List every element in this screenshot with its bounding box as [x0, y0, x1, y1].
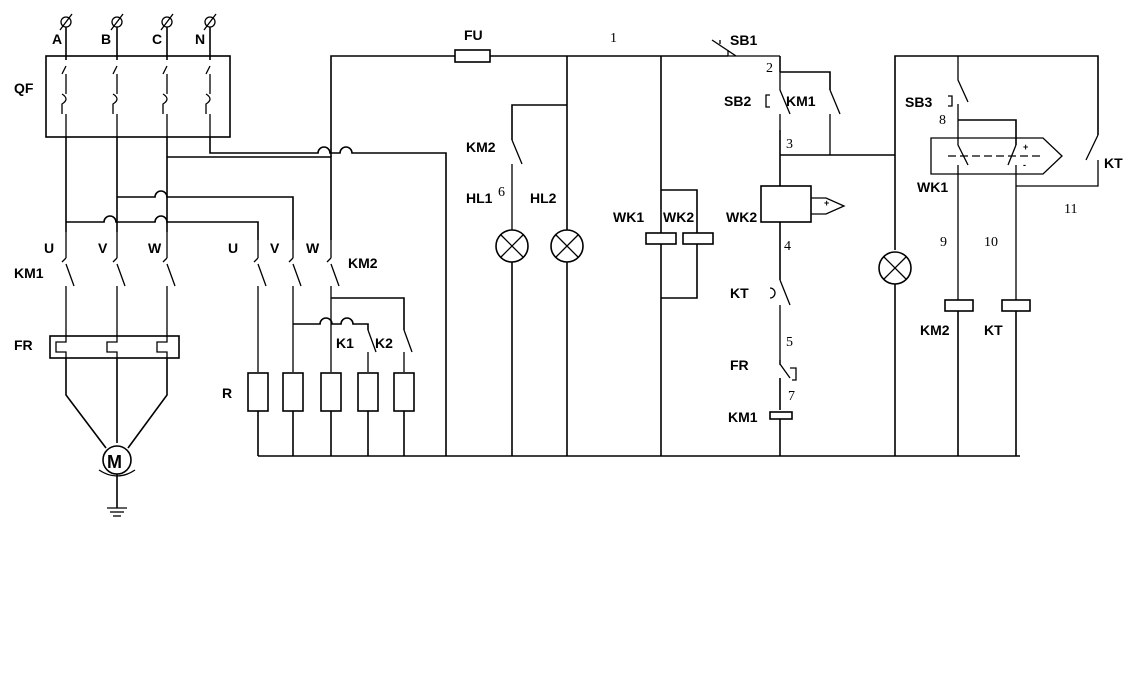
- lamp-hl2: [550, 229, 584, 263]
- km2-w-label: W: [306, 240, 320, 256]
- km2-aux-label: KM2: [466, 139, 496, 155]
- terminal-label-b: B: [101, 31, 111, 47]
- node-3: 3: [786, 137, 793, 152]
- node-1: 1: [610, 31, 617, 46]
- hl1-label: HL1: [466, 190, 493, 206]
- power-bus-wires: [65, 55, 455, 456]
- status-lamp-branch: [878, 55, 1099, 456]
- heater-label: R: [222, 385, 232, 401]
- km2-coil-label: KM2: [920, 322, 950, 338]
- km1-v-label: V: [98, 240, 108, 256]
- node-2: 2: [766, 61, 773, 76]
- k1-label: K1: [336, 335, 354, 351]
- km1-label: KM1: [14, 265, 44, 281]
- km1-w-label: W: [148, 240, 162, 256]
- kt-timer-label: KT: [1104, 155, 1123, 171]
- breaker-label: QF: [14, 80, 34, 96]
- km2-main-label: KM2: [348, 255, 378, 271]
- node-10: 10: [984, 235, 998, 250]
- thermostat-branch: SB3 8 + - WK1 9 10 KM2 KT KT 11: [905, 56, 1123, 456]
- kt-contact-label: KT: [730, 285, 749, 301]
- terminal-label-n: N: [195, 31, 205, 47]
- svg-text:-: -: [1023, 160, 1026, 170]
- aux-contacts-k1-k2: K1 K2: [336, 329, 413, 372]
- node-8: 8: [939, 113, 946, 128]
- terminal-label-c: C: [152, 31, 162, 47]
- wk2-label: WK2: [726, 209, 757, 225]
- fr-label: FR: [14, 337, 33, 353]
- thermal-relay-fr: FR: [14, 335, 180, 359]
- km1-coil-label: KM1: [728, 409, 758, 425]
- terminal-b: B: [101, 13, 124, 60]
- wk1-coil-label: WK1: [613, 209, 644, 225]
- node-5: 5: [786, 335, 793, 350]
- hl2-label: HL2: [530, 190, 557, 206]
- motor-m: M: [65, 358, 168, 517]
- terminal-a: A: [52, 13, 73, 60]
- thermostat-coils: WK1 WK2: [613, 56, 714, 456]
- wk2-coil-label: WK2: [663, 209, 694, 225]
- sb3-label: SB3: [905, 94, 932, 110]
- kt-coil-label: KT: [984, 322, 1003, 338]
- svg-text:+: +: [1023, 142, 1028, 152]
- sb2-label: SB2: [724, 93, 751, 109]
- node-11: 11: [1064, 202, 1077, 217]
- thermostat-wk2: + WK2: [726, 185, 846, 225]
- node-9: 9: [940, 235, 947, 250]
- sb1-label: SB1: [730, 32, 757, 48]
- k2-label: K2: [375, 335, 393, 351]
- node-6: 6: [498, 185, 505, 200]
- node-7: 7: [788, 389, 795, 404]
- wk1-label: WK1: [917, 179, 948, 195]
- contactor-km2-main: U V W KM2: [228, 240, 405, 372]
- fuse-fu: FU 1: [454, 27, 728, 63]
- terminal-label-a: A: [52, 31, 62, 47]
- km2-u-label: U: [228, 240, 238, 256]
- km1-seal-label: KM1: [786, 93, 816, 109]
- start-stop-branch: SB1 2 SB2 KM1 3 + WK2 4 KT 5 FR 7 KM1: [711, 32, 895, 456]
- motor-label: M: [107, 452, 122, 472]
- km2-v-label: V: [270, 240, 280, 256]
- fr-contact-label: FR: [730, 357, 749, 373]
- circuit-breaker-qf: QF: [14, 55, 231, 138]
- lamp-hl1: [495, 229, 529, 263]
- heater-resistors: R: [222, 372, 1020, 457]
- terminal-c: C: [152, 13, 174, 60]
- svg-text:+: +: [824, 198, 829, 208]
- terminal-n: N: [195, 13, 217, 60]
- power-terminals: A B C N: [52, 13, 217, 60]
- fuse-label: FU: [464, 27, 483, 43]
- km1-u-label: U: [44, 240, 54, 256]
- node-4: 4: [784, 239, 791, 254]
- contactor-km1-main: U V W KM1: [14, 232, 176, 336]
- indicator-lamps: KM2 6 HL1 HL2: [466, 56, 584, 456]
